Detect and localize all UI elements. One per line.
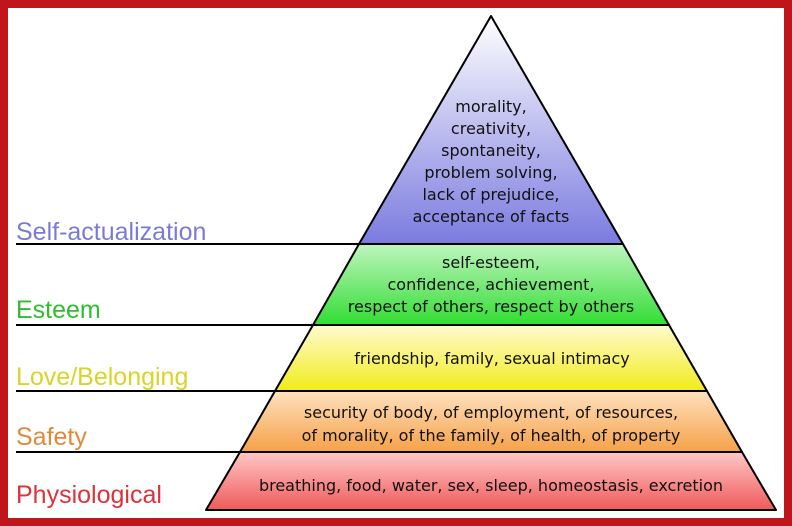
tier-physiological-line-1: breathing, food, water, sex, sleep, home… bbox=[259, 476, 723, 495]
label-esteem: Esteem bbox=[16, 296, 101, 324]
tier-love-belonging: Love/Belonging friendship, family, sexua… bbox=[16, 324, 708, 392]
tier-self-actualization-line-4: problem solving, bbox=[424, 163, 557, 182]
tier-love-belonging-line-1: friendship, family, sexual intimacy bbox=[354, 349, 629, 368]
tier-safety-line-1: security of body, of employment, of reso… bbox=[304, 403, 678, 422]
tier-self-actualization: Self-actualization morality, creativity,… bbox=[16, 15, 624, 246]
tier-self-actualization-line-2: creativity, bbox=[451, 119, 531, 138]
tier-esteem-line-1: self-esteem, bbox=[442, 253, 540, 272]
tier-safety-line-2: of morality, of the family, of health, o… bbox=[302, 426, 681, 445]
tier-esteem-line-3: respect of others, respect by others bbox=[348, 297, 634, 316]
tier-esteem-line-2: confidence, achievement, bbox=[387, 275, 594, 294]
tier-self-actualization-line-1: morality, bbox=[455, 97, 526, 116]
tier-self-actualization-line-5: lack of prejudice, bbox=[422, 185, 559, 204]
label-self-actualization: Self-actualization bbox=[16, 218, 206, 246]
label-safety: Safety bbox=[16, 423, 87, 451]
tier-self-actualization-line-3: spontaneity, bbox=[441, 141, 541, 160]
label-physiological: Physiological bbox=[16, 481, 162, 509]
tier-self-actualization-line-6: acceptance of facts bbox=[413, 207, 570, 226]
tier-esteem: Esteem self-esteem, confidence, achievem… bbox=[16, 243, 670, 326]
tier-physiological: Physiological breathing, food, water, se… bbox=[16, 451, 777, 511]
label-love-belonging: Love/Belonging bbox=[16, 363, 188, 391]
tier-physiological-shape bbox=[205, 451, 777, 511]
tier-safety: Safety security of body, of employment, … bbox=[16, 390, 743, 453]
